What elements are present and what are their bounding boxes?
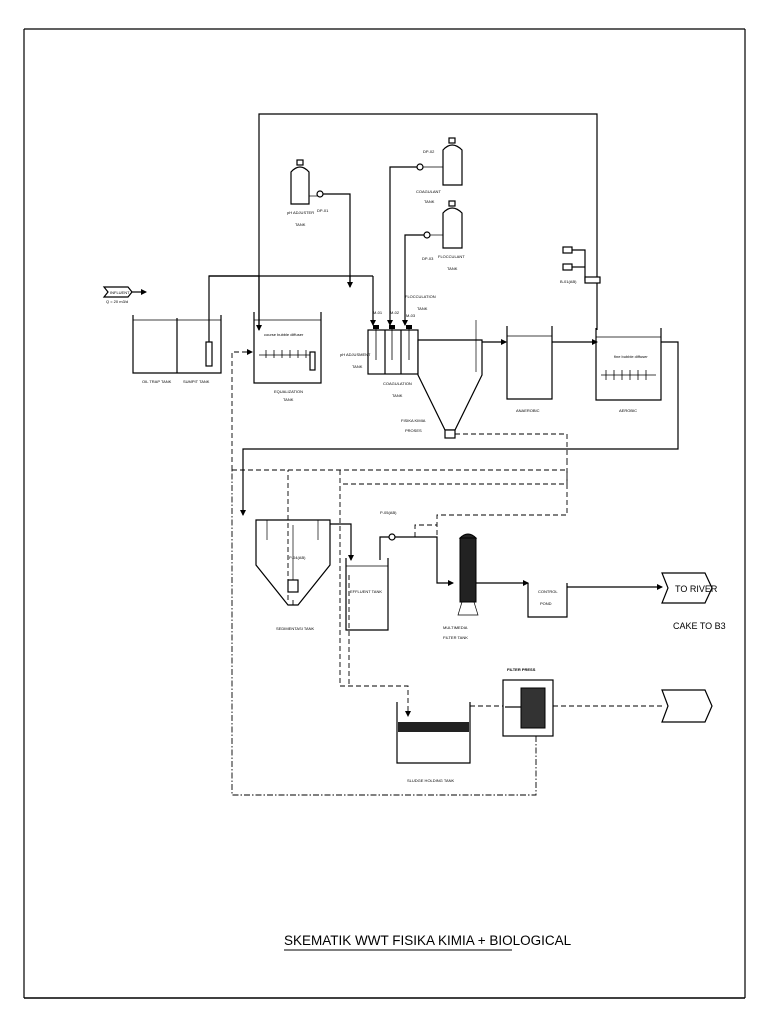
cake-to-b3-label: CAKE TO B3 — [673, 621, 726, 631]
effluent-tank: EFFLUENT TANK P-05(AB) — [345, 510, 454, 631]
sedimentation-tank-label: SEDIMENTASI TANK — [276, 626, 315, 631]
coagulation-tank-label-2: TANK — [392, 393, 403, 398]
flocculant-tank-label-1: FLOCCULANT — [438, 254, 465, 259]
m02-label: M-02 — [390, 310, 400, 315]
multimedia-filter: MULTIMEDIA FILTER TANK — [443, 533, 529, 640]
p04-label: P-04(AB) — [289, 555, 306, 560]
flocculation-tank-label-1: FLOCCULATION — [405, 294, 436, 299]
flocculant-dosing: DP-03 FLOCCULANT TANK — [402, 200, 465, 326]
dp03-label: DP-03 — [422, 256, 434, 261]
control-pond-label-2: POND — [540, 601, 552, 606]
p05-label: P-05(AB) — [380, 510, 397, 515]
m01-label: M-01 — [373, 310, 383, 315]
chemical-reaction-tanks: M-01 M-02 M-03 FLOCCULATION TANK pH ADJU… — [340, 294, 436, 398]
top-recirculation-line — [258, 113, 598, 330]
effluent-tank-label: EFFLUENT TANK — [350, 589, 382, 594]
to-river-label: TO RIVER — [675, 584, 718, 594]
sedimentation-tank: P-04(AB) SEDIMENTASI TANK — [255, 470, 354, 631]
oil-trap-sumpit-tanks: OIL TRAP TANK SUMPIT TANK — [132, 275, 351, 384]
multimedia-filter-label-2: FILTER TANK — [443, 635, 468, 640]
dp02-label: DP-02 — [423, 149, 435, 154]
blower-unit: B-01(AB) — [560, 246, 601, 284]
filter-press: FILTER PRESS — [231, 470, 713, 796]
influent-inlet: INFLUENT Q = 20 m3/d — [102, 286, 147, 304]
flocculant-tank-label-2: TANK — [447, 266, 458, 271]
dp01-label: DP-01 — [317, 208, 329, 213]
aerobic-tank: fine bubble diffuser AEROBIC — [240, 328, 679, 516]
coagulant-tank-label-1: COAGULANT — [416, 189, 441, 194]
ph-adjustment-tank-label-2: TANK — [352, 364, 363, 369]
blower-label: B-01(AB) — [560, 279, 577, 284]
m03-label: M-03 — [406, 313, 416, 318]
anaerobic-tank: ANAEROBIC — [506, 326, 598, 413]
title-block: SKEMATIK WWT FISIKA KIMIA + BIOLOGICAL — [284, 933, 572, 951]
recirculation-network — [232, 460, 568, 537]
oil-trap-tank-label: OIL TRAP TANK — [142, 379, 172, 384]
equalization-tank: course bubble diffuser EQUALIZATION TANK — [231, 312, 322, 470]
fisika-kimia-label-2: PROSES — [405, 428, 422, 433]
course-bubble-diffuser-label: course bubble diffuser — [264, 332, 304, 337]
coagulant-tank-label-2: TANK — [424, 199, 435, 204]
ph-adjuster-tank-label-1: pH ADJUSTER — [287, 210, 314, 215]
coagulation-tank-label-1: COAGULATION — [383, 381, 412, 386]
diagram-title: SKEMATIK WWT FISIKA KIMIA + BIOLOGICAL — [284, 933, 572, 948]
coagulant-dosing: DP-02 COAGULANT TANK — [387, 137, 463, 326]
filter-press-label: FILTER PRESS — [507, 667, 536, 672]
fisika-kimia-label-1: FISIKA KIMIA — [401, 418, 426, 423]
anaerobic-label: ANAEROBIC — [516, 408, 540, 413]
sludge-holding-tank-label: SLUDGE HOLDING TANK — [407, 778, 455, 783]
aerobic-label: AEROBIC — [619, 408, 637, 413]
control-pond: CONTROL POND — [527, 583, 663, 618]
flocculation-tank-label-2: TANK — [417, 306, 428, 311]
sumpit-tank-label: SUMPIT TANK — [183, 379, 210, 384]
to-river-outlet: TO RIVER CAKE TO B3 — [661, 572, 726, 631]
drawing-frame — [23, 28, 746, 999]
ph-adjuster-tank-label-2: TANK — [295, 222, 306, 227]
multimedia-filter-label-1: MULTIMEDIA — [443, 625, 468, 630]
ph-adjuster-dosing: pH ADJUSTER TANK DP-01 — [287, 159, 376, 326]
influent-label: INFLUENT — [110, 290, 130, 295]
ph-adjustment-tank-label-1: pH ADJUSMENT — [340, 352, 371, 357]
sludge-holding-tank: SLUDGE HOLDING TANK — [339, 470, 503, 783]
chemical-clarifier: FISIKA KIMIA PROSES — [401, 320, 568, 460]
fine-bubble-diffuser-label: fine bubble diffuser — [614, 354, 648, 359]
equalization-tank-label-1: EQUALIZATION — [274, 389, 303, 394]
influent-flow-label: Q = 20 m3/d — [106, 299, 128, 304]
equalization-tank-label-2: TANK — [283, 397, 294, 402]
control-pond-label-1: CONTROL — [538, 589, 558, 594]
